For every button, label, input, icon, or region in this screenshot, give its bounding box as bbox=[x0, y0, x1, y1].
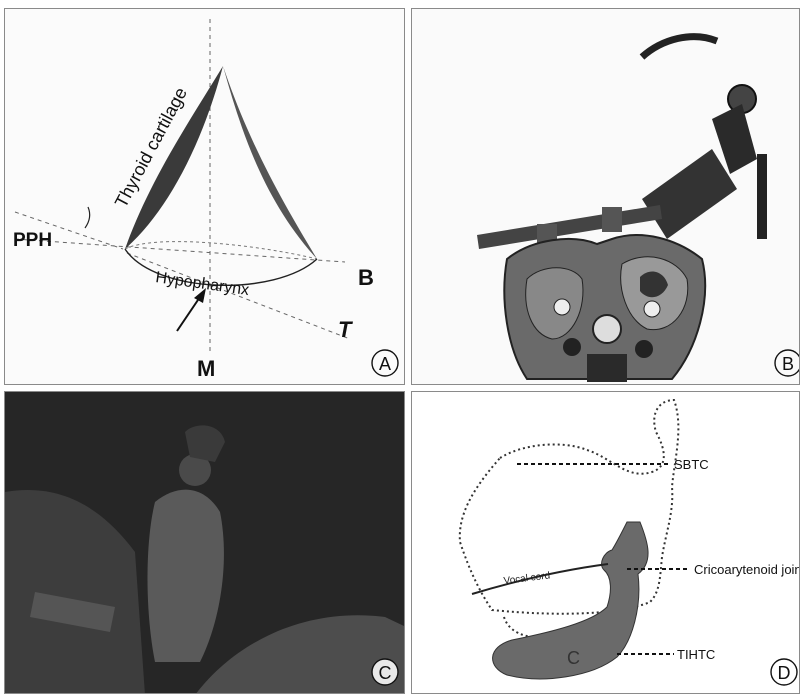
vocal-cord-label: Vocal cord bbox=[503, 570, 551, 587]
panel-b-photo: B bbox=[412, 9, 800, 385]
vertebra bbox=[587, 354, 627, 382]
panel-c-photo: C bbox=[5, 392, 405, 694]
robot-cable bbox=[642, 37, 717, 57]
sbtc-label: SBTC bbox=[674, 457, 709, 472]
badge-b: B bbox=[782, 354, 794, 374]
port-right bbox=[602, 207, 622, 232]
panel-a: Thyroid cartilage Hypopharynx PPH B T M … bbox=[4, 8, 405, 385]
badge-d: D bbox=[778, 663, 791, 683]
thyroid-right-lamina bbox=[223, 66, 317, 259]
robot-lower-arm bbox=[642, 149, 737, 239]
tihtc-label: TIHTC bbox=[677, 647, 715, 662]
b-label: B bbox=[358, 265, 374, 290]
cone-base-line bbox=[125, 242, 317, 259]
spine-left bbox=[563, 338, 581, 356]
b-axis-line bbox=[15, 239, 345, 262]
panel-c: C bbox=[4, 391, 405, 694]
vessel-left bbox=[554, 299, 570, 315]
panel-d-diagram: SBTC Cricoarytenoid join TIHTC Vocal cor… bbox=[412, 392, 800, 694]
thyroid-outline bbox=[460, 400, 679, 614]
m-label: M bbox=[197, 356, 215, 381]
panel-b: B bbox=[411, 8, 800, 385]
pph-label: PPH bbox=[13, 230, 52, 251]
panel-a-diagram: Thyroid cartilage Hypopharynx PPH B T M … bbox=[5, 9, 405, 385]
spine-right bbox=[635, 340, 653, 358]
badge-a: A bbox=[379, 354, 391, 374]
robot-post bbox=[757, 154, 767, 239]
pph-angle-arc bbox=[85, 207, 90, 228]
panel-d: SBTC Cricoarytenoid join TIHTC Vocal cor… bbox=[411, 391, 800, 694]
trachea bbox=[593, 315, 621, 343]
cricoarytenoid-label: Cricoarytenoid join bbox=[694, 562, 800, 577]
vessel-right bbox=[644, 301, 660, 317]
badge-c: C bbox=[379, 663, 392, 683]
inner-c-label: C bbox=[567, 648, 580, 668]
t-label: T bbox=[338, 317, 353, 342]
